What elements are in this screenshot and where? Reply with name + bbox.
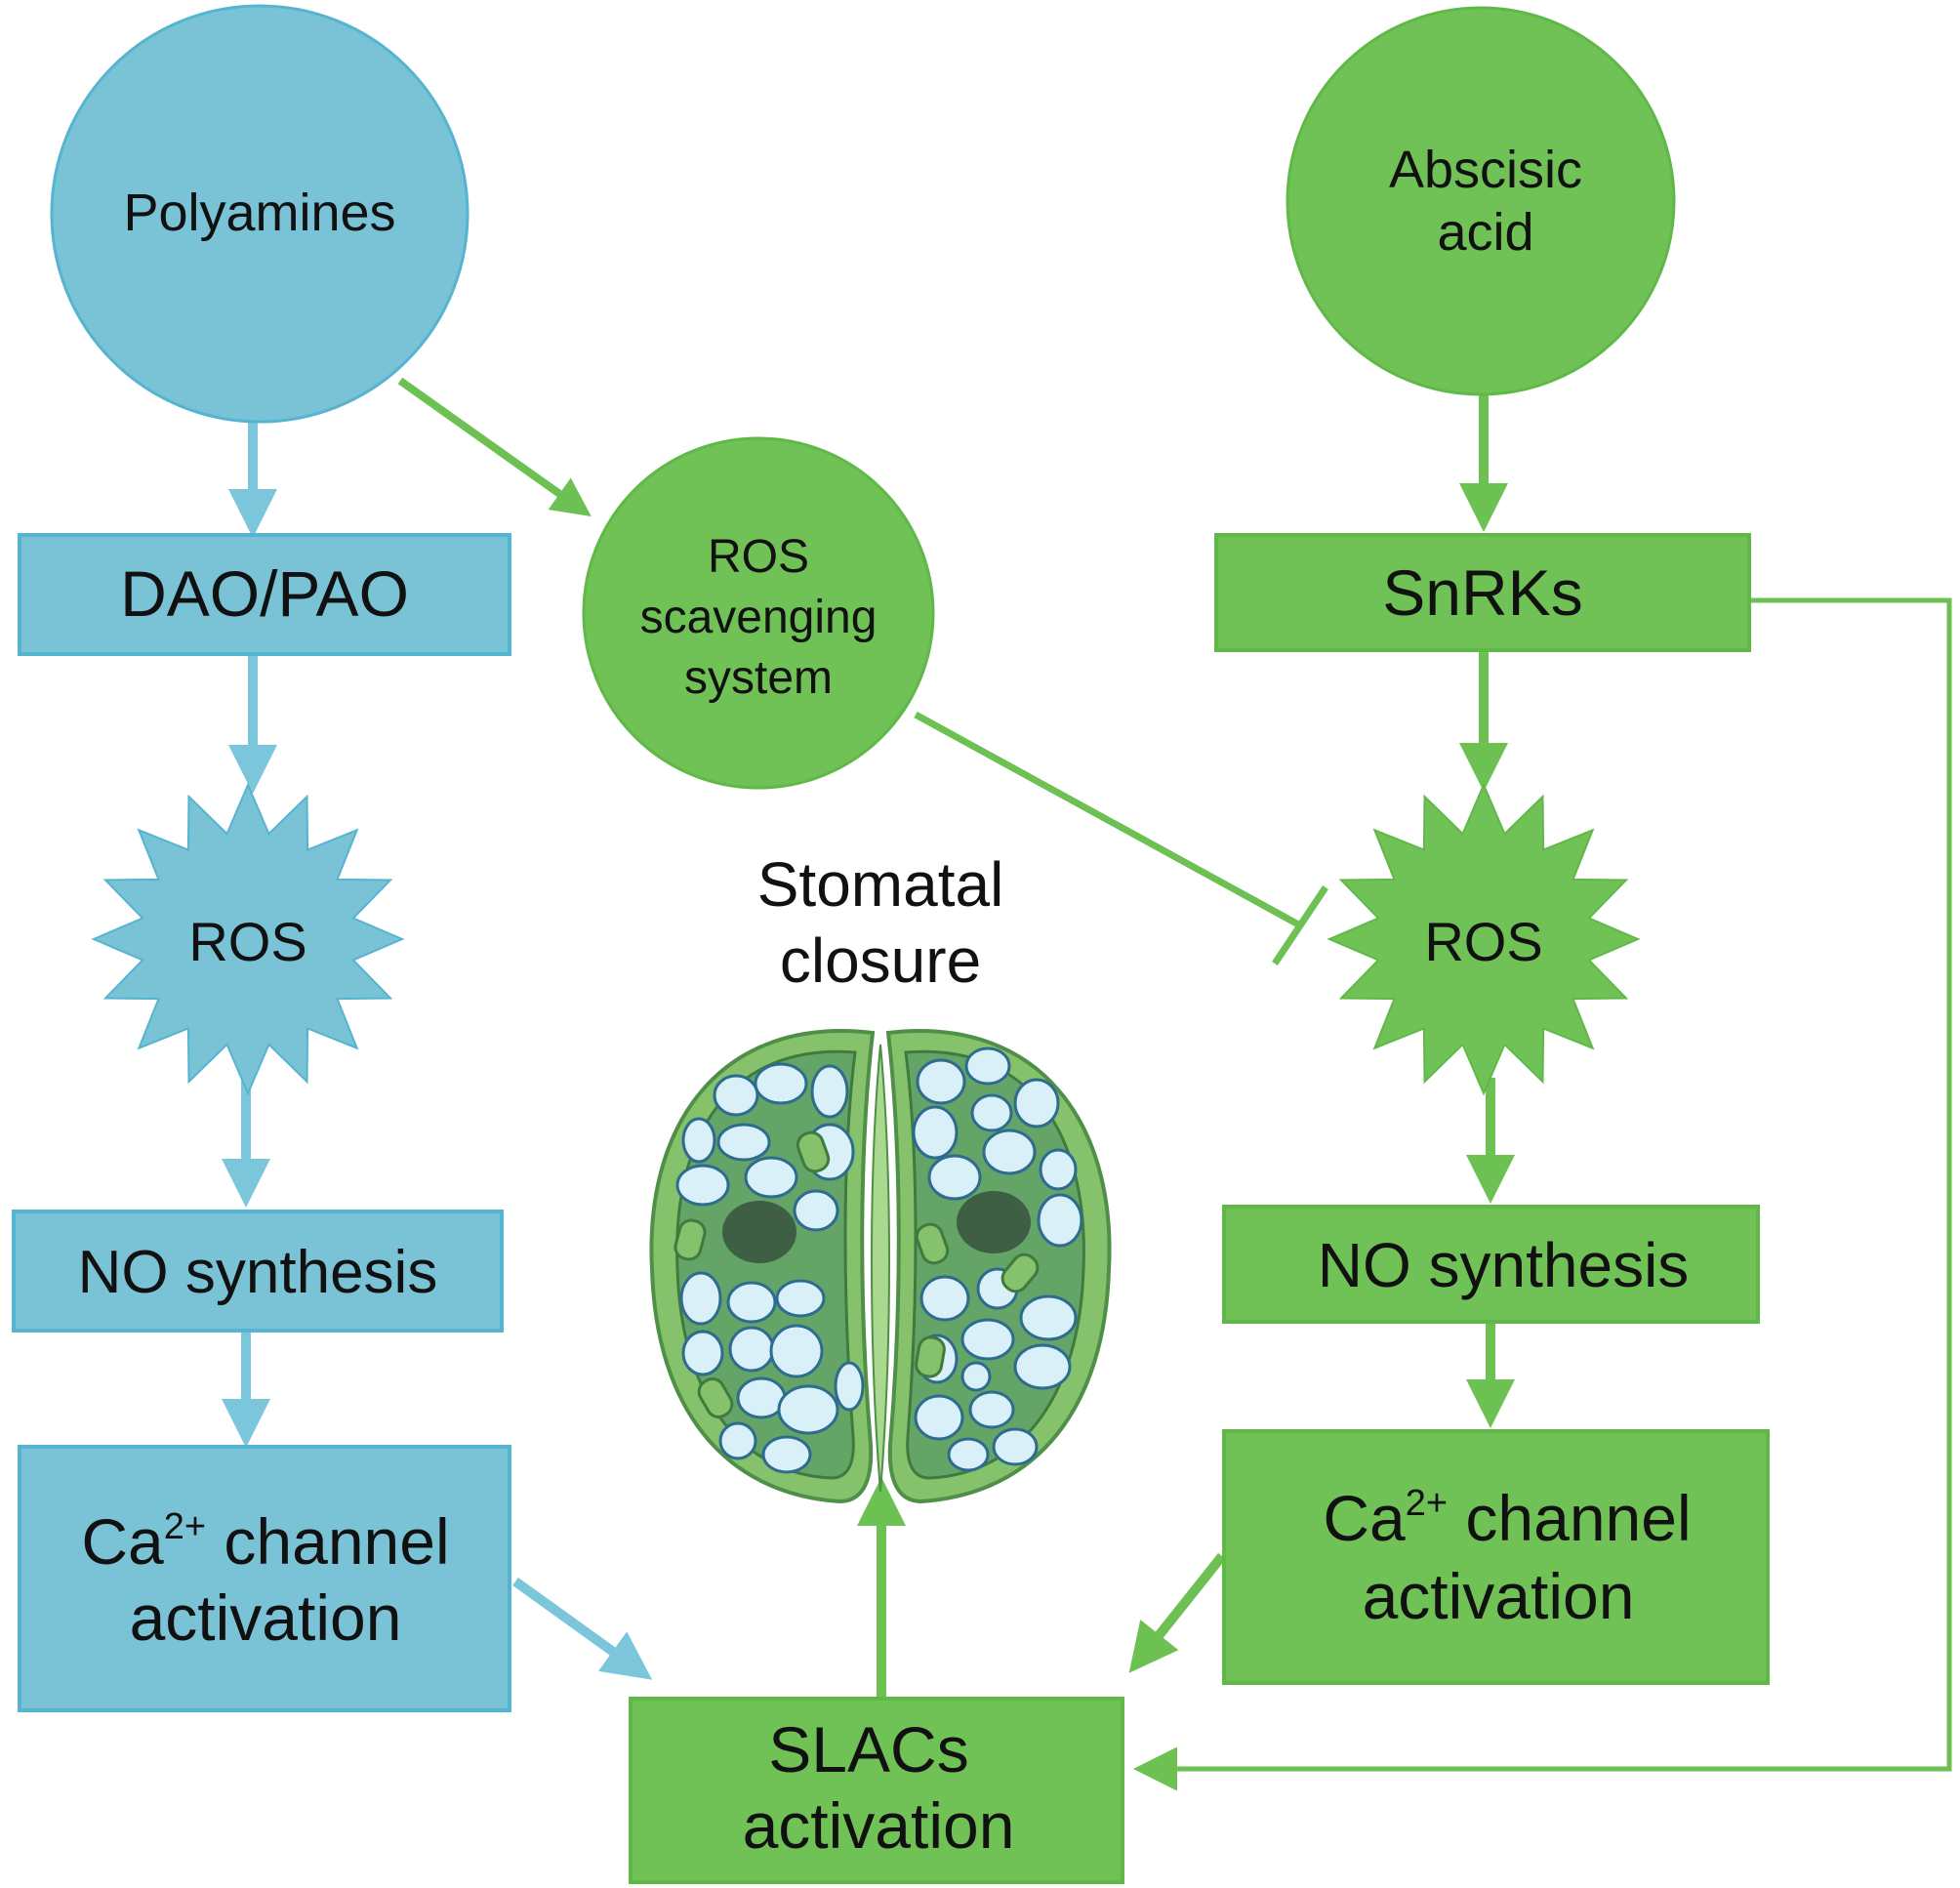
arrow-ca-left-to-slacs — [512, 1577, 653, 1680]
ca-channel-left-line1: Ca2+ channel — [81, 1505, 449, 1578]
daopao-label: DAO/PAO — [120, 557, 409, 630]
connectors — [222, 377, 1952, 1791]
ca-channel-right-line1: Ca2+ channel — [1323, 1482, 1691, 1554]
stomatal-closure-line2: closure — [780, 925, 981, 996]
ca-channel-left-box: Ca2+ channel activation — [18, 1445, 511, 1712]
ros-burst-right: ROS — [1327, 782, 1641, 1096]
arrow-polyamines-to-scavenging — [397, 377, 592, 516]
nucleus-left — [722, 1201, 796, 1263]
ca-channel-right-line2: activation — [1363, 1560, 1635, 1632]
polyamines-node: Polyamines — [50, 4, 470, 424]
abscisic-line2: acid — [1437, 203, 1533, 262]
snrks-box: SnRKs — [1214, 533, 1751, 652]
ros-right-label: ROS — [1424, 911, 1542, 972]
abscisic-acid-node: Abscisic acid — [1286, 6, 1676, 396]
snrks-label: SnRKs — [1382, 556, 1582, 629]
ca-channel-left-line2: activation — [130, 1581, 402, 1654]
arrow-ca-right-to-slacs — [1128, 1552, 1226, 1673]
daopao-box: DAO/PAO — [18, 533, 511, 656]
stomatal-closure-line1: Stomatal — [757, 849, 1004, 920]
scavenging-line2: scavenging — [640, 592, 878, 643]
no-synthesis-right-box: NO synthesis — [1222, 1205, 1760, 1324]
inhibit-bar — [1272, 885, 1328, 965]
inhibit-scavenging-to-ros — [914, 711, 1302, 929]
slacs-box: SLACs activation — [629, 1697, 1124, 1884]
no-synthesis-right-label: NO synthesis — [1318, 1230, 1690, 1300]
ros-burst-left: ROS — [91, 782, 405, 1096]
arrow-snrks-to-slacs — [1133, 597, 1952, 1791]
slacs-line1: SLACs — [768, 1713, 968, 1785]
polyamines-label: Polyamines — [123, 184, 395, 242]
slacs-line2: activation — [743, 1789, 1015, 1862]
no-synthesis-left-label: NO synthesis — [78, 1239, 438, 1306]
stomatal-pore — [871, 1044, 890, 1493]
scavenging-line1: ROS — [708, 531, 809, 583]
ros-left-label: ROS — [188, 911, 306, 972]
guard-cells-illustration — [649, 1029, 1112, 1504]
scavenging-line3: system — [684, 652, 833, 704]
nucleus-right — [957, 1191, 1031, 1253]
ca-channel-right-box: Ca2+ channel activation — [1222, 1429, 1770, 1685]
ros-scavenging-node: ROS scavenging system — [582, 436, 935, 790]
no-synthesis-left-box: NO synthesis — [12, 1210, 504, 1333]
abscisic-line1: Abscisic — [1389, 141, 1582, 199]
